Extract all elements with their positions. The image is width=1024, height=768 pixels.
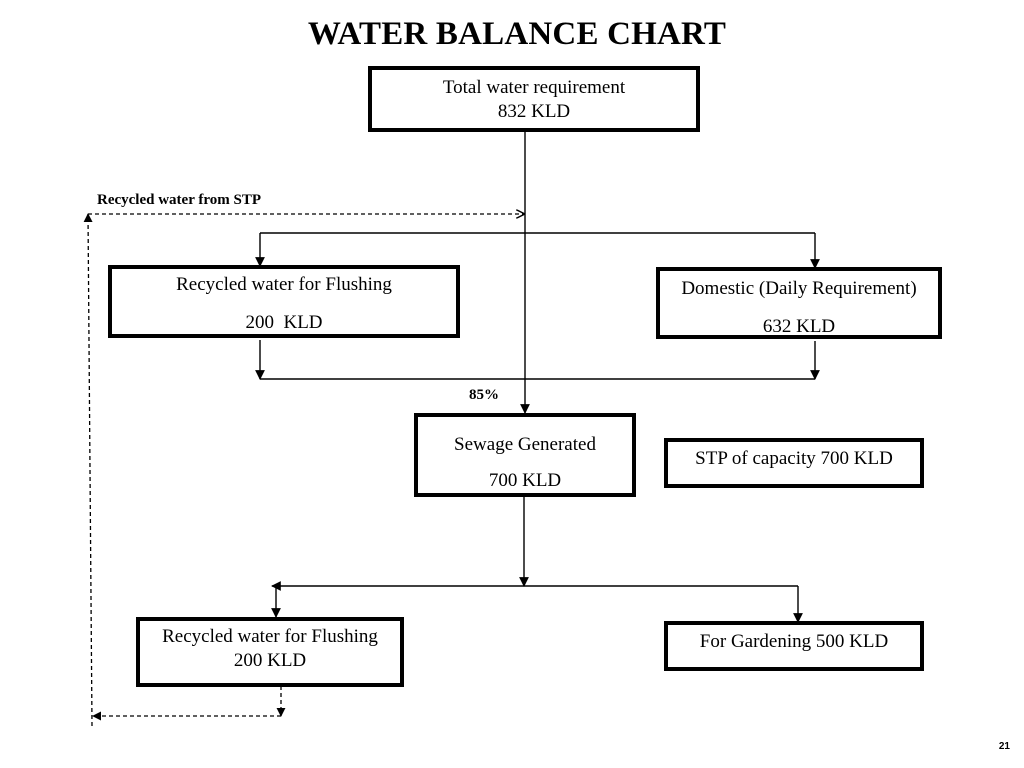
recycled-from-stp-label: Recycled water from STP (97, 192, 261, 208)
stp-title: STP of capacity 700 KLD (695, 448, 893, 469)
domestic-value: 632 KLD (762, 316, 836, 337)
page-number: 21 (998, 741, 1010, 752)
chart-title: WATER BALANCE CHART (307, 16, 727, 52)
gardening-title: For Gardening 500 KLD (699, 631, 889, 652)
flushing-bottom-value: 200 KLD (233, 650, 307, 671)
recycle-dash-left (83, 213, 93, 727)
total-title: Total water requirement (442, 77, 626, 98)
total-value: 832 KLD (497, 101, 571, 122)
percent-label: 85% (469, 387, 499, 403)
flushing-top-box: Recycled water for Flushing 200 KLD (108, 265, 460, 338)
domestic-title: Domestic (Daily Requirement) (681, 278, 917, 299)
flushing-bottom-title: Recycled water for Flushing (162, 626, 378, 647)
flushing-top-value: 200 KLD (245, 312, 323, 333)
gardening-box: For Gardening 500 KLD (664, 621, 924, 671)
flushing-top-title: Recycled water for Flushing (176, 274, 392, 295)
sewage-box: Sewage Generated 700 KLD (414, 413, 636, 497)
domestic-box: Domestic (Daily Requirement) 632 KLD (656, 267, 942, 339)
total-requirement-box: Total water requirement 832 KLD (368, 66, 700, 132)
sewage-title: Sewage Generated (454, 434, 596, 455)
stp-box: STP of capacity 700 KLD (664, 438, 924, 488)
sewage-value: 700 KLD (488, 470, 562, 491)
flushing-bottom-box: Recycled water for Flushing 200 KLD (136, 617, 404, 687)
